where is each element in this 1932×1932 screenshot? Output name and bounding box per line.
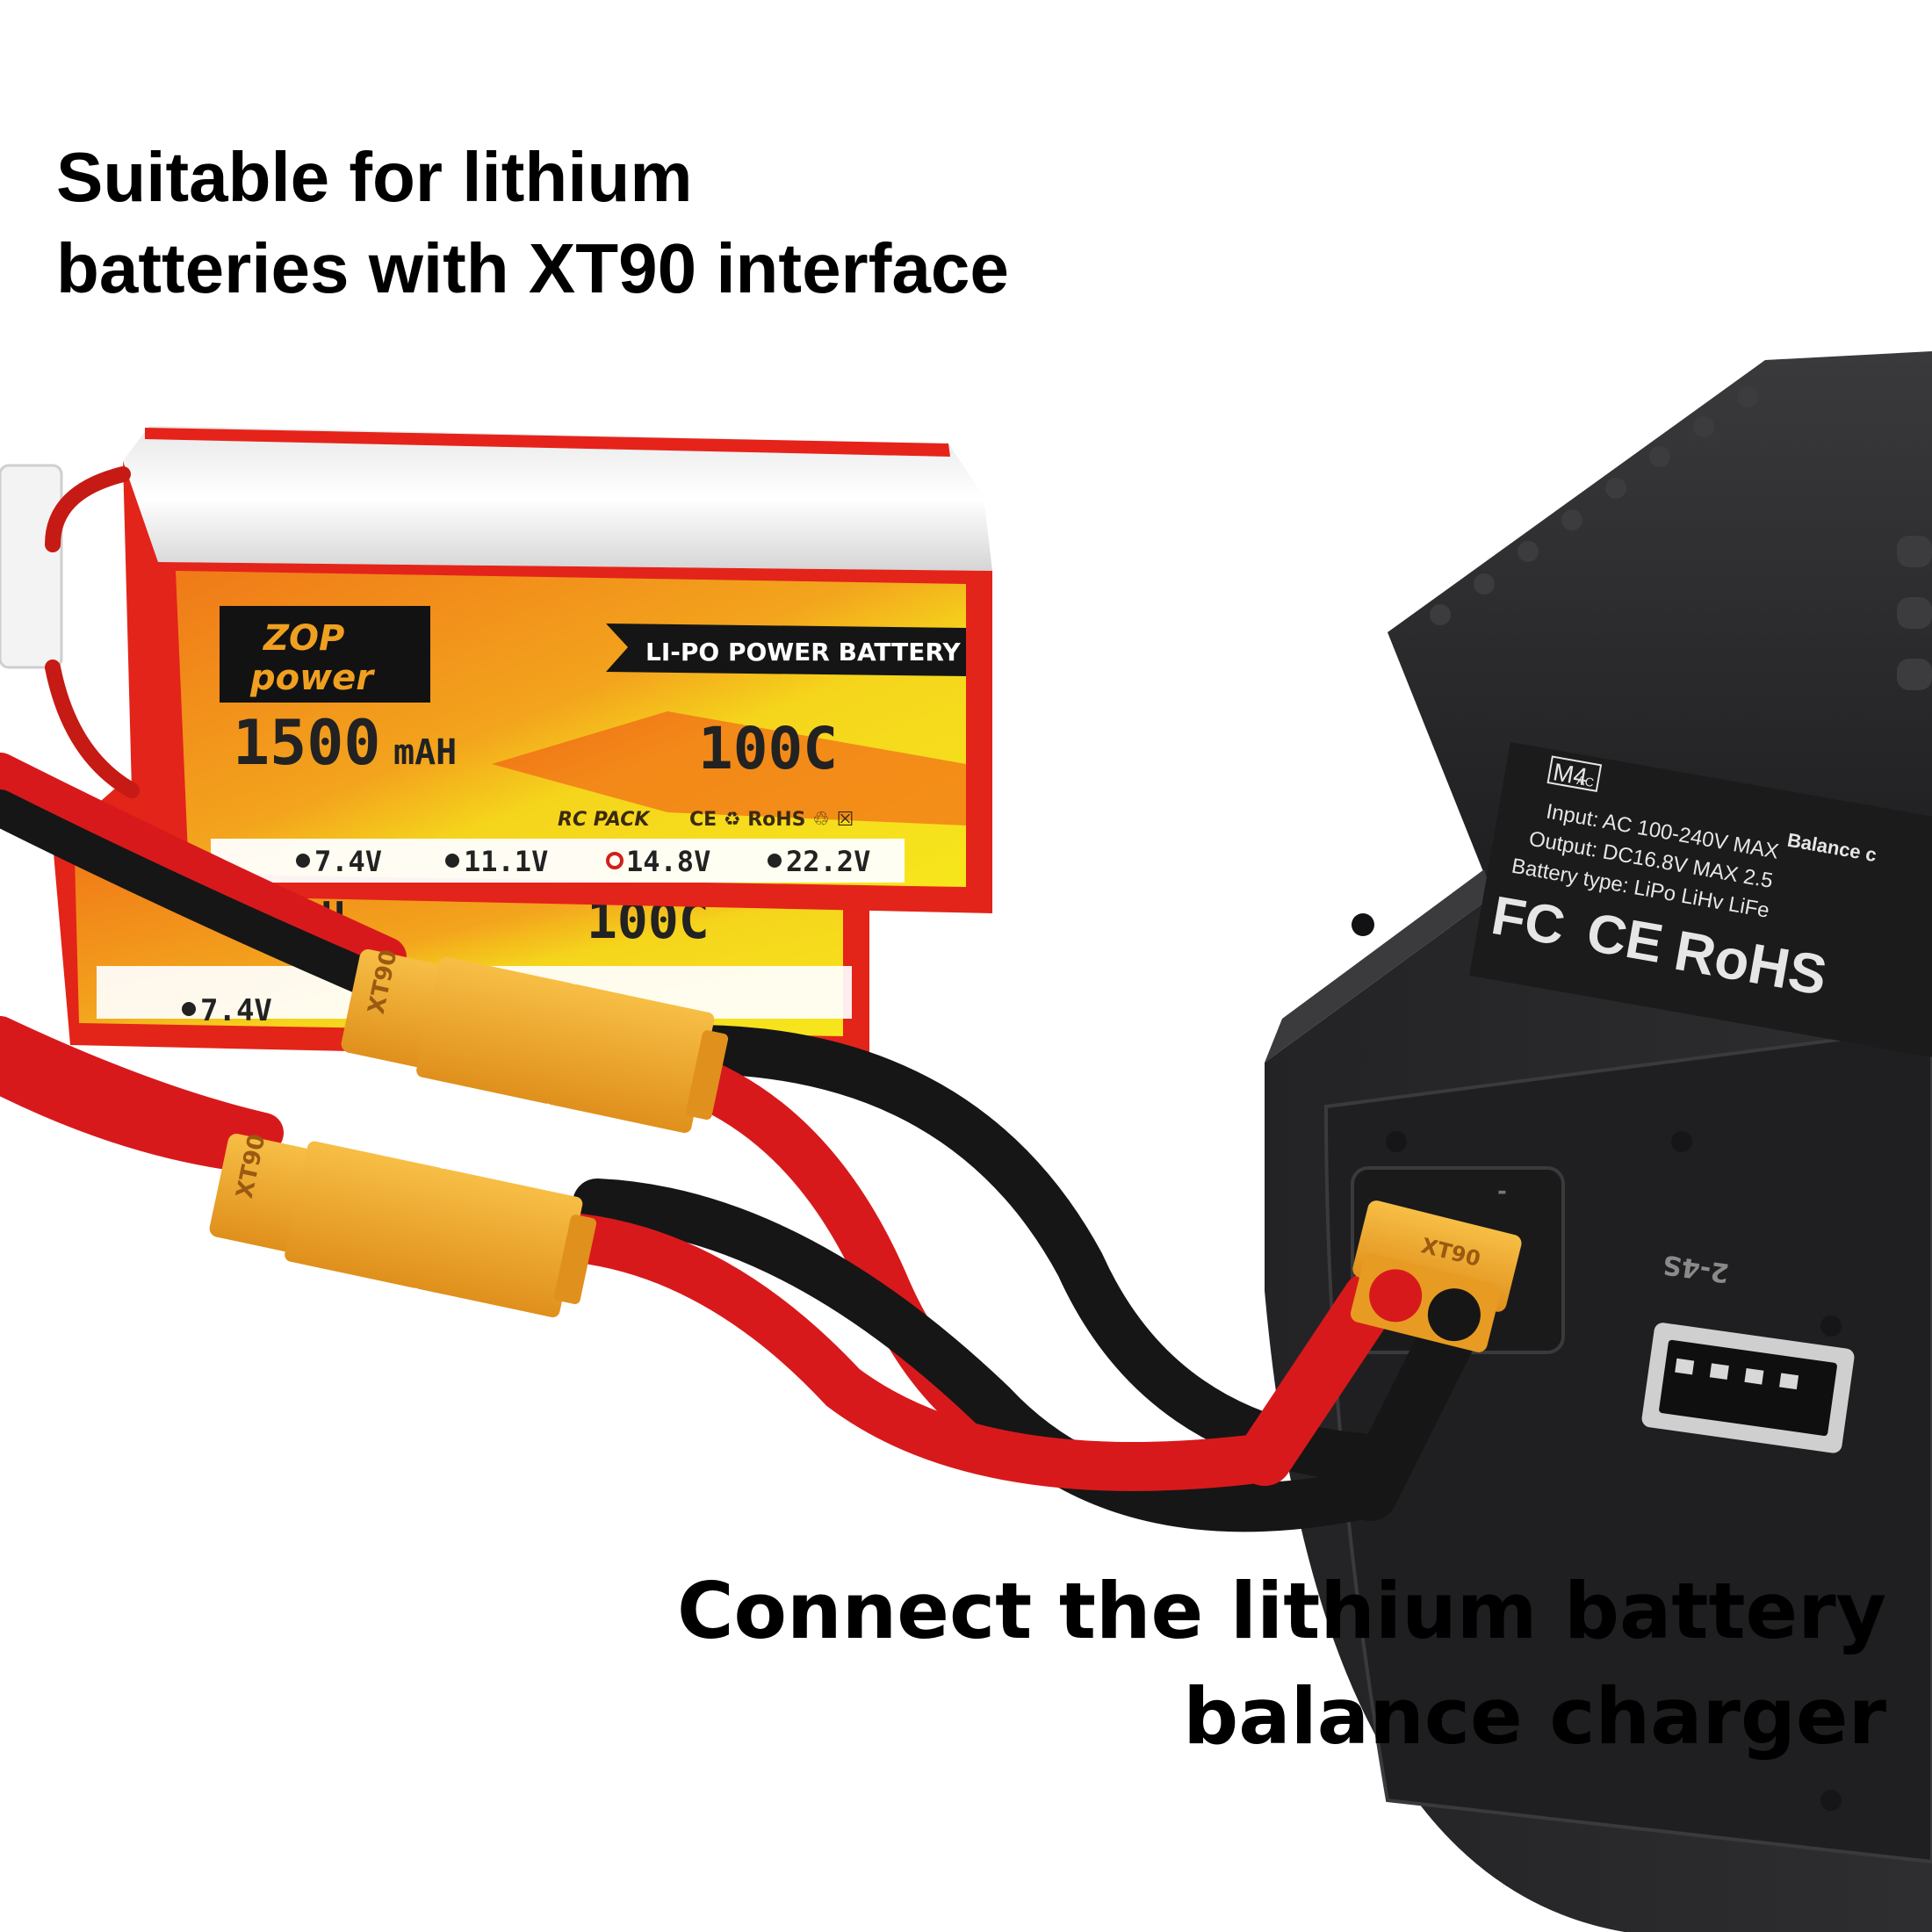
screw <box>1386 1131 1407 1152</box>
xt90-connector-upper: XT90 <box>341 948 729 1134</box>
screw <box>1820 1316 1842 1337</box>
capacity-unit: mAH <box>393 732 457 773</box>
voltage-14-8: 14.8V <box>626 845 710 878</box>
voltage-7-4: 7.4V <box>314 845 382 878</box>
voltage-22-2: 22.2V <box>786 845 870 878</box>
rating-label: 100C <box>698 715 838 782</box>
brand-logo-line1: ZOP <box>262 618 344 659</box>
screw <box>1820 1790 1842 1811</box>
charger-vents <box>1430 386 1932 690</box>
balance-port <box>1641 1323 1855 1453</box>
cert-marks: CE ♻ RoHS ♲ ☒ <box>689 809 854 831</box>
balance-plug <box>0 464 63 669</box>
cert-ce: CE <box>1582 902 1668 975</box>
brand-logo-line2: power <box>249 658 375 698</box>
screw <box>1671 1131 1692 1152</box>
capacity-number: 1500 <box>233 707 381 779</box>
headline: Suitable for lithium batteries with XT90… <box>56 132 1009 314</box>
rating-plate: M4 AC Balance c Input: AC 100-240V MAX O… <box>1469 742 1932 1062</box>
headline-line-1: Suitable for lithium <box>56 138 693 216</box>
battery-type-label: LI-PO POWER BATTERY <box>645 638 961 667</box>
battery-leads <box>0 464 407 1173</box>
minus-label: - <box>1497 1179 1507 1205</box>
headline-line-2: batteries with XT90 interface <box>56 229 1009 307</box>
cert-fc: FC <box>1488 885 1569 957</box>
footer-caption: Connect the lithium battery balance char… <box>677 1559 1886 1770</box>
battery-front: LI-PO POWER BATTERY ZOP power 1500 mAH 1… <box>123 426 992 913</box>
charger-model: M4 <box>1551 758 1590 790</box>
pack-label: RC PACK <box>558 809 651 831</box>
voltage-11-1: 11.1V <box>464 845 548 878</box>
footer-line-2: balance charger <box>1183 1671 1886 1762</box>
screw <box>1352 913 1374 936</box>
brand-logo <box>220 606 430 703</box>
footer-line-1: Connect the lithium battery <box>676 1566 1886 1656</box>
y-cable <box>555 1025 1486 1532</box>
charger-model-suffix: AC <box>1575 773 1595 789</box>
battery-foil <box>123 426 992 571</box>
xt90-connector-charger: XT90 <box>1350 1200 1522 1352</box>
battery-back-voltage: 7.4V <box>200 993 272 1028</box>
xt90-connector-lower: XT90 <box>209 1132 597 1318</box>
